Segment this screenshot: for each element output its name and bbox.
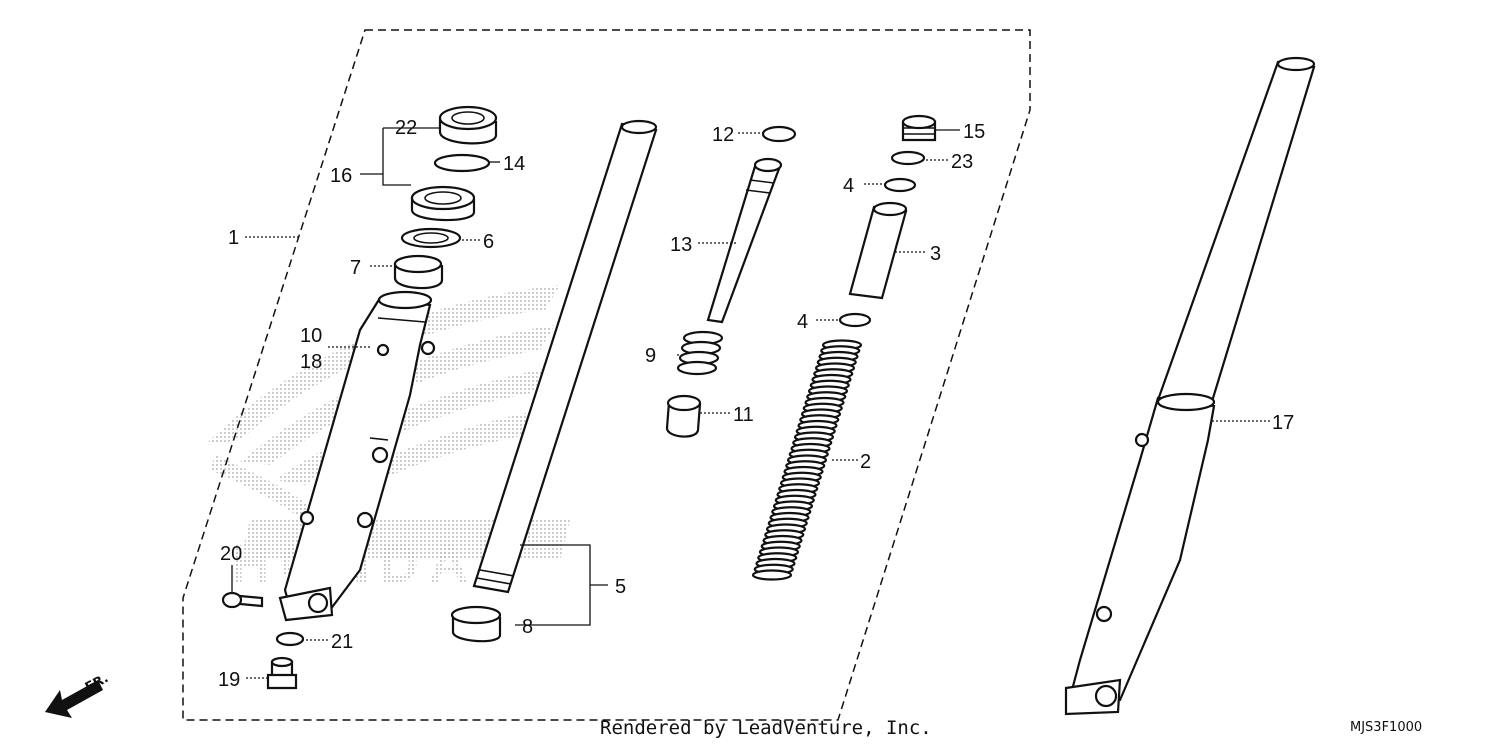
diagram-code: MJS3F1000 <box>1350 720 1422 735</box>
callout-20: 20 <box>220 543 242 565</box>
callout-6: 6 <box>483 231 494 253</box>
dust-seal-part <box>438 105 498 145</box>
callout-7: 7 <box>350 257 361 279</box>
rebound-spring-part <box>676 330 724 376</box>
leader-lines <box>231 127 1270 679</box>
callout-labels: 1 2 3 4 4 5 6 7 8 9 10 18 11 12 13 14 15… <box>218 117 1294 691</box>
stop-ring-part <box>433 153 491 173</box>
callout-12: 12 <box>712 124 734 146</box>
callout-21: 21 <box>331 631 353 653</box>
callout-19: 19 <box>218 669 240 691</box>
callout-9: 9 <box>645 345 656 367</box>
sealing-washer-part <box>275 631 305 647</box>
callout-4-upper: 4 <box>843 175 854 197</box>
callout-2: 2 <box>860 451 871 473</box>
fork-bolt-part <box>901 114 937 142</box>
spring-collar-part <box>848 201 908 300</box>
callout-11: 11 <box>733 404 754 426</box>
drain-bolt-part <box>266 656 298 690</box>
callout-1: 1 <box>228 227 239 249</box>
callout-13: 13 <box>670 234 692 256</box>
callout-17: 17 <box>1272 412 1294 434</box>
callout-8: 8 <box>522 616 533 638</box>
callout-18: 18 <box>300 351 322 373</box>
socket-bolt-part <box>221 591 264 609</box>
spring-coil <box>751 569 793 581</box>
guide-bushing-part <box>450 605 502 643</box>
fork-slider-part <box>278 290 436 622</box>
o-ring-part <box>890 150 926 166</box>
slider-bushing-part <box>393 254 444 290</box>
oil-lock-piece-part <box>665 394 702 438</box>
front-direction-arrow: FR. <box>45 671 111 718</box>
oil-seal-part <box>410 185 476 222</box>
callout-4-lower: 4 <box>797 311 808 333</box>
damper-rod-part <box>706 157 783 324</box>
backup-ring-part <box>400 227 462 249</box>
callout-5: 5 <box>615 576 626 598</box>
callout-15: 15 <box>963 121 985 143</box>
piston-ring-part <box>761 125 797 143</box>
callout-22: 22 <box>395 117 417 139</box>
spring-seat-upper-part <box>883 177 917 193</box>
callout-23: 23 <box>951 151 973 173</box>
spring-seat-lower-part <box>838 312 872 328</box>
callout-14: 14 <box>503 153 525 175</box>
fork-assembly-part <box>1064 56 1316 716</box>
callout-3: 3 <box>930 243 941 265</box>
callout-16: 16 <box>330 165 352 187</box>
callout-10: 10 <box>300 325 322 347</box>
rendered-by-credit: Rendered by LeadVenture, Inc. <box>600 717 932 739</box>
assembly-boundary <box>182 29 1031 721</box>
fork-spring-part <box>751 339 863 581</box>
fork-pipe-part <box>472 119 658 594</box>
